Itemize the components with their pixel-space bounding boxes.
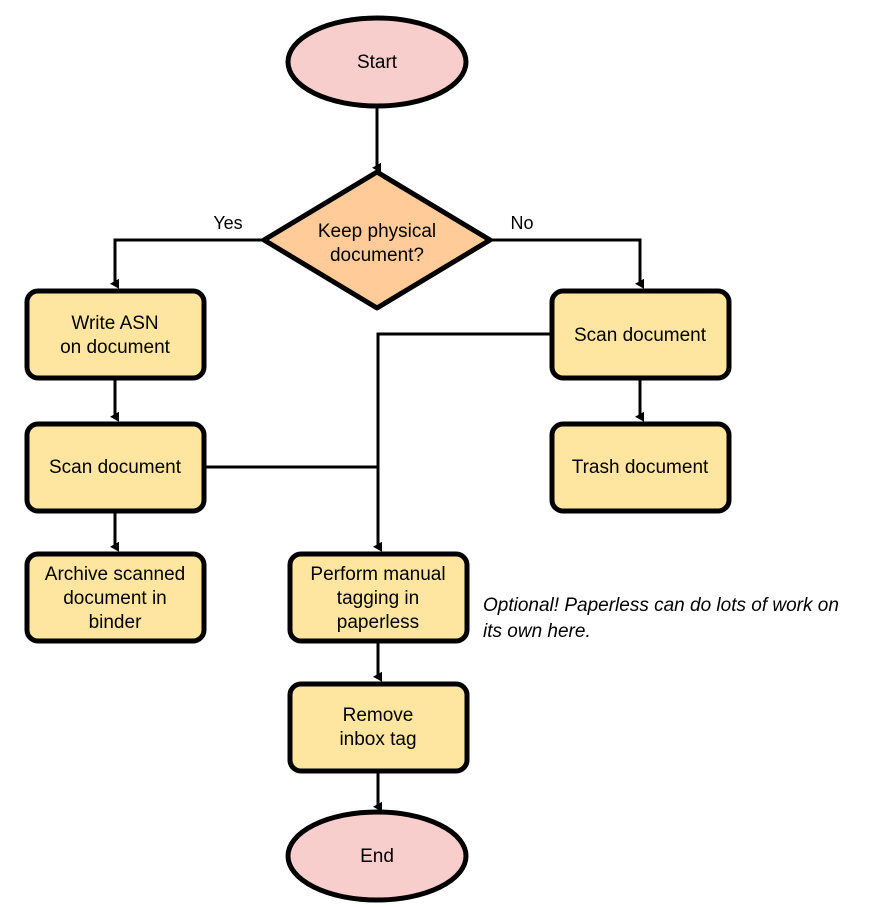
- end-ellipse-shape: [285, 809, 469, 903]
- write-asn-label-line1: Write ASN: [71, 313, 158, 334]
- scan-document-left-label: Scan document: [49, 457, 182, 478]
- node-start[interactable]: Start: [285, 15, 469, 109]
- manual-tagging-box-shape: [287, 551, 470, 644]
- annotation-optional-note: Optional! Paperless can do lots of work …: [483, 595, 839, 642]
- node-archive-scanned-document-in-binder[interactable]: Archive scanned document in binder: [24, 551, 207, 644]
- archive-box-shape: [24, 551, 207, 644]
- manual-tagging-label-line2: tagging in: [337, 588, 419, 609]
- node-write-asn-on-document[interactable]: Write ASN on document: [24, 288, 207, 381]
- edge-decision-yes-to-write-asn: [110, 238, 264, 289]
- start-label: Start: [357, 52, 398, 73]
- annotation-line2: its own here.: [483, 621, 591, 642]
- manual-tagging-label-line3: paperless: [337, 612, 419, 633]
- scan-document-left-box-shape: [24, 421, 207, 514]
- scan-document-right-label: Scan document: [574, 325, 707, 346]
- node-trash-document[interactable]: Trash document: [549, 421, 732, 514]
- edge-decision-no-to-scan-right: [490, 238, 644, 289]
- edge-label-no: No: [510, 213, 533, 233]
- archive-label-line1: Archive scanned: [45, 564, 185, 585]
- edge-label-yes: Yes: [213, 213, 242, 233]
- end-label: End: [360, 846, 394, 867]
- manual-tagging-label-line1: Perform manual: [310, 564, 445, 585]
- node-scan-document-left[interactable]: Scan document: [24, 421, 207, 514]
- node-end[interactable]: End: [285, 809, 469, 903]
- node-remove-inbox-tag[interactable]: Remove inbox tag: [287, 681, 470, 774]
- trash-document-label: Trash document: [572, 457, 709, 478]
- trash-document-box-shape: [549, 421, 732, 514]
- edge-scan-right-to-manual-tagging: [373, 332, 552, 552]
- node-perform-manual-tagging[interactable]: Perform manual tagging in paperless: [287, 551, 470, 644]
- decision-label-line1: Keep physical: [318, 221, 436, 242]
- decision-label-line2: document?: [330, 245, 424, 266]
- remove-inbox-tag-label-line2: inbox tag: [339, 729, 416, 750]
- remove-inbox-tag-box-shape: [287, 681, 470, 774]
- node-decision-keep-physical-document[interactable]: Keep physical document?: [261, 169, 493, 311]
- write-asn-box-shape: [24, 288, 207, 381]
- archive-label-line3: binder: [89, 612, 142, 633]
- write-asn-label-line2: on document: [60, 337, 171, 358]
- decision-diamond-shape: [261, 169, 493, 311]
- remove-inbox-tag-label-line1: Remove: [343, 705, 414, 726]
- annotation-line1: Optional! Paperless can do lots of work …: [483, 595, 839, 616]
- archive-label-line2: document in: [63, 588, 167, 609]
- node-scan-document-right[interactable]: Scan document: [549, 288, 732, 381]
- start-ellipse-shape: [285, 15, 469, 109]
- scan-document-right-box-shape: [549, 288, 732, 381]
